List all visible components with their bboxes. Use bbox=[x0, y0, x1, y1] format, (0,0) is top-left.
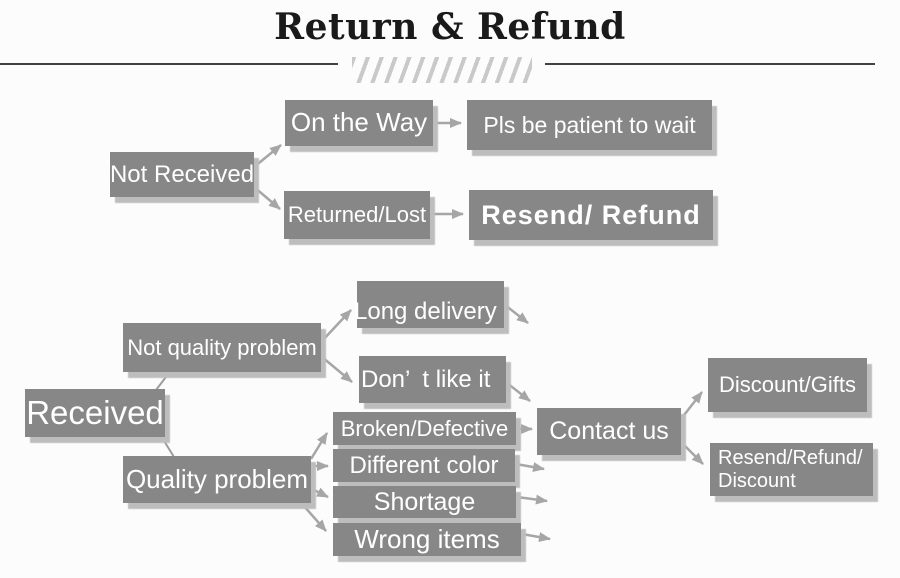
node-returned-lost: Returned/Lost bbox=[284, 191, 430, 239]
node-not-quality-problem: Not quality problem bbox=[123, 323, 321, 372]
node-on-the-way: On the Way bbox=[285, 100, 433, 146]
title-rule-left bbox=[0, 63, 338, 65]
arrow-notreceived-ontheway bbox=[253, 144, 282, 168]
node-not-received: Not Received bbox=[110, 152, 254, 197]
node-resend-refund: Resend/ Refund bbox=[469, 190, 713, 240]
node-label: Pls be patient to wait bbox=[483, 111, 696, 138]
arrow-longdelivery-out bbox=[504, 304, 529, 324]
node-pls-be-patient-to-wait: Pls be patient to wait bbox=[467, 100, 712, 150]
arrow-quality-broken bbox=[309, 432, 329, 460]
arrow-shortage-contactus bbox=[516, 494, 548, 505]
node-contact-us: Contact us bbox=[537, 408, 681, 455]
node-label: Received bbox=[26, 393, 164, 431]
arrow-notreceived-returnedlost bbox=[253, 186, 281, 210]
node-label: Quality problem bbox=[125, 463, 309, 494]
arrow-differentcolor-contactus bbox=[515, 462, 545, 472]
node-wrong-items: Wrong items bbox=[333, 523, 521, 556]
node-label: Not quality problem bbox=[127, 334, 317, 360]
arrow-contactus-resendrefunddiscount bbox=[681, 442, 704, 465]
node-long-delivery: Long delivery bbox=[354, 281, 504, 328]
node-label: Returned/Lost bbox=[287, 202, 427, 228]
line-received-quality bbox=[160, 435, 175, 458]
title-slashes-decoration bbox=[352, 57, 532, 83]
arrow-notquality-longdelivery bbox=[321, 309, 352, 342]
node-label: Don’ t like it bbox=[361, 365, 491, 393]
arrow-wrongitems-contactus bbox=[521, 532, 551, 542]
arrow-contactus-discountgifts bbox=[680, 391, 703, 420]
node-shortage: Shortage bbox=[333, 486, 516, 518]
node-label: Shortage bbox=[373, 487, 476, 516]
title-rule-right bbox=[545, 63, 875, 65]
node-label: Not Received bbox=[109, 160, 255, 188]
line-received-notquality bbox=[155, 372, 170, 391]
node-label: On the Way bbox=[290, 107, 428, 138]
node-broken-defective: Broken/Defective bbox=[333, 412, 516, 445]
node-label-line2: Discount bbox=[718, 469, 796, 492]
node-quality-problem: Quality problem bbox=[123, 456, 311, 503]
node-resend-refund-discount: Resend/Refund/ Discount bbox=[710, 443, 873, 496]
node-label-line1: Resend/Refund/ bbox=[718, 446, 863, 469]
arrow-dontlikeit-contactus bbox=[506, 382, 531, 402]
node-discount-gifts: Discount/Gifts bbox=[708, 358, 867, 412]
node-label: Long delivery bbox=[354, 297, 497, 325]
arrow-quality-shortage bbox=[311, 487, 329, 499]
arrow-quality-wrongitems bbox=[302, 504, 327, 532]
arrow-notquality-dontlikeit bbox=[321, 356, 353, 383]
node-label: Wrong items bbox=[354, 523, 500, 554]
node-label: Broken/Defective bbox=[340, 415, 509, 441]
node-label: Resend/ Refund bbox=[481, 199, 701, 230]
node-dont-like-it: Don’ t like it bbox=[359, 356, 506, 403]
page-title: Return & Refund bbox=[274, 6, 626, 48]
node-different-color: Different color bbox=[333, 449, 515, 482]
node-label: Different color bbox=[349, 451, 499, 479]
node-received: Received bbox=[25, 389, 165, 437]
node-label: Discount/Gifts bbox=[719, 372, 856, 398]
node-label: Contact us bbox=[549, 417, 669, 446]
